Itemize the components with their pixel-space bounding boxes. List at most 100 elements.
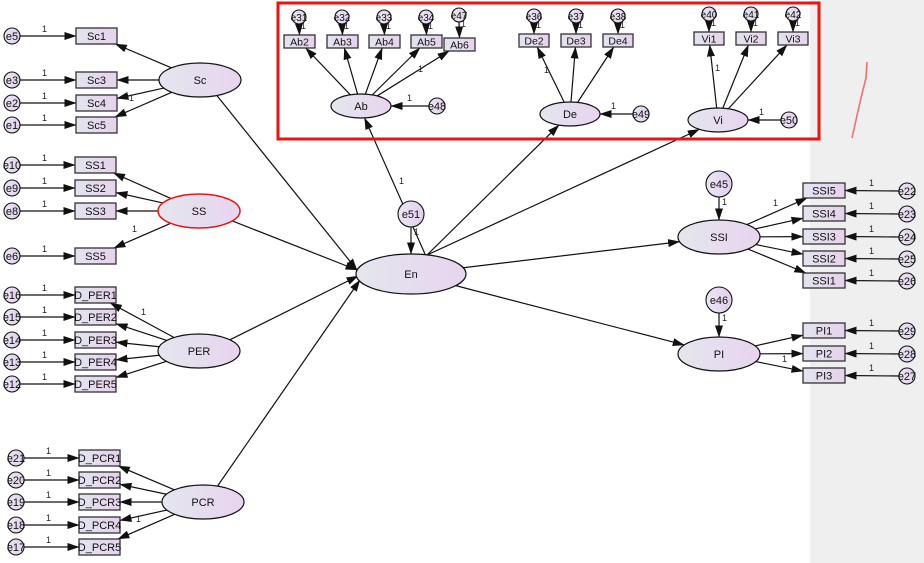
error-path-e23[interactable] (844, 209, 900, 218)
error-circle[interactable] (705, 286, 733, 314)
error-e15[interactable]: e15 (3, 308, 21, 326)
error-e31[interactable]: e31 (291, 9, 308, 25)
loading-path-PI1[interactable] (754, 333, 804, 347)
error-e12[interactable]: e12 (3, 375, 21, 393)
disturbance-e51[interactable]: e51 (397, 200, 425, 228)
error-circle[interactable] (428, 97, 446, 115)
loading-path-Vi2[interactable] (722, 44, 749, 109)
observed-box[interactable] (326, 34, 359, 49)
observed-box[interactable] (802, 272, 846, 289)
error-path-e33[interactable] (379, 23, 388, 36)
disturbance-e45[interactable]: e45 (705, 170, 733, 198)
observed-box[interactable] (802, 182, 846, 199)
error-circle[interactable] (376, 9, 392, 25)
observed-box[interactable] (777, 31, 809, 46)
disturbance-e49[interactable]: e49 (632, 105, 650, 123)
observed-box[interactable] (802, 322, 846, 339)
error-circle[interactable] (3, 202, 21, 220)
latent-PI[interactable]: PI (677, 336, 761, 372)
observed-Vi2[interactable]: Vi2 (735, 31, 767, 46)
loading-path-PCR2[interactable] (119, 482, 167, 495)
observed-box[interactable] (74, 202, 117, 220)
observed-Ab3[interactable]: Ab3 (326, 34, 359, 49)
loading-path-PER5[interactable] (115, 360, 167, 379)
error-e18[interactable]: e18 (7, 516, 25, 534)
error-e13[interactable]: e13 (3, 353, 21, 371)
observed-box[interactable] (74, 247, 117, 265)
observed-box[interactable] (74, 156, 117, 174)
observed-box[interactable] (75, 27, 118, 45)
observed-PER1[interactable]: D_PER1 (74, 286, 117, 304)
latent-ellipse[interactable] (161, 484, 245, 520)
error-circle[interactable] (3, 331, 21, 349)
observed-box[interactable] (410, 34, 443, 49)
error-e20[interactable]: e20 (7, 471, 25, 489)
loading-path-PER4[interactable] (115, 354, 160, 363)
error-e25[interactable]: e25 (898, 250, 916, 268)
error-e47[interactable]: e47 (451, 7, 468, 23)
observed-De4[interactable]: De4 (602, 33, 634, 48)
latent-ellipse[interactable] (677, 336, 761, 372)
error-path-e28[interactable] (844, 349, 900, 358)
observed-box[interactable] (443, 37, 476, 52)
loading-path-PER3[interactable] (115, 339, 160, 348)
observed-Sc5[interactable]: Sc5 (75, 116, 118, 134)
error-circle[interactable] (780, 111, 798, 129)
error-path-e22[interactable] (844, 186, 900, 195)
observed-SSI2[interactable]: SSI2 (802, 250, 846, 267)
error-e2[interactable]: e2 (3, 94, 21, 112)
error-e24[interactable]: e24 (898, 228, 916, 246)
observed-box[interactable] (74, 179, 117, 197)
loading-path-SS2[interactable] (115, 191, 163, 204)
observed-box[interactable] (78, 538, 121, 556)
structural-path-En-Ab[interactable] (363, 117, 426, 255)
observed-Ab6[interactable]: Ab6 (443, 37, 476, 52)
observed-SS3[interactable]: SS3 (74, 202, 117, 220)
observed-box[interactable] (518, 33, 550, 48)
latent-ellipse[interactable] (687, 107, 749, 133)
error-circle[interactable] (3, 375, 21, 393)
error-e37[interactable]: e37 (568, 8, 585, 24)
loading-path-Vi3[interactable] (727, 44, 788, 110)
disturbance-e46[interactable]: e46 (705, 286, 733, 314)
error-circle[interactable] (705, 170, 733, 198)
error-path-e47[interactable] (455, 21, 464, 39)
observed-box[interactable] (802, 205, 846, 222)
structural-path-SS-En[interactable] (232, 220, 358, 271)
loading-path-SS1[interactable] (113, 172, 172, 200)
error-e28[interactable]: e28 (898, 345, 916, 363)
observed-PCR5[interactable]: D_PCR5 (78, 538, 121, 556)
structural-path-En-SSI[interactable] (463, 239, 681, 269)
observed-PCR2[interactable]: D_PCR2 (78, 471, 121, 489)
error-circle[interactable] (898, 367, 916, 385)
structural-path-PER-En[interactable] (229, 275, 359, 341)
observed-box[interactable] (74, 331, 117, 349)
structural-path-En-PI[interactable] (455, 285, 685, 346)
observed-PER3[interactable]: D_PER3 (74, 331, 117, 349)
error-path-e24[interactable] (844, 232, 900, 241)
latent-Ab[interactable]: Ab (330, 93, 392, 119)
observed-PCR1[interactable]: D_PCR1 (78, 449, 121, 467)
observed-SS5[interactable]: SS5 (74, 247, 117, 265)
latent-PCR[interactable]: PCR (161, 484, 245, 520)
observed-De2[interactable]: De2 (518, 33, 550, 48)
structural-path-PCR-En[interactable] (217, 279, 361, 487)
error-circle[interactable] (568, 8, 584, 24)
observed-box[interactable] (75, 116, 118, 134)
loading-path-SSI5[interactable] (746, 197, 808, 226)
error-circle[interactable] (898, 205, 916, 223)
error-circle[interactable] (397, 200, 425, 228)
error-e40[interactable]: e40 (701, 6, 718, 22)
observed-Ab2[interactable]: Ab2 (283, 34, 316, 49)
error-circle[interactable] (526, 8, 542, 24)
observed-PI1[interactable]: PI1 (802, 322, 846, 339)
error-e29[interactable]: e29 (898, 322, 916, 340)
error-circle[interactable] (632, 105, 650, 123)
loading-path-SSI1[interactable] (747, 248, 807, 274)
error-circle[interactable] (7, 471, 25, 489)
error-e41[interactable]: e41 (743, 6, 760, 22)
error-circle[interactable] (334, 9, 350, 25)
error-e27[interactable]: e27 (898, 367, 916, 385)
observed-box[interactable] (802, 345, 846, 362)
